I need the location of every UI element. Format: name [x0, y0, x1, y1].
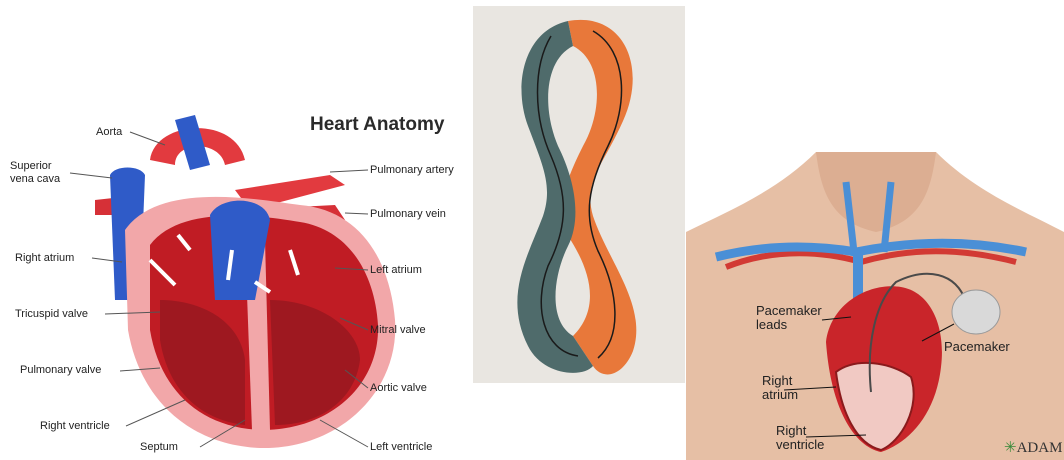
- label-left-atrium: Left atrium: [370, 264, 422, 277]
- adam-logo: ✳ADAM: [1004, 441, 1062, 455]
- label-right-ventricle-line1: Right: [776, 424, 806, 438]
- pacemaker-device-shape: [952, 290, 1000, 334]
- label-pulmonary-artery: Pulmonary artery: [370, 164, 454, 177]
- label-pulmonary-valve: Pulmonary valve: [20, 364, 101, 377]
- label-tricuspid-valve: Tricuspid valve: [15, 308, 88, 321]
- label-aortic-valve: Aortic valve: [370, 382, 427, 395]
- mobius-strip-illustration: [473, 6, 685, 383]
- label-right-atrium: Right atrium: [15, 252, 74, 265]
- mobius-strip-panel: [473, 6, 685, 383]
- adam-logo-icon: ✳: [1004, 440, 1017, 456]
- pacemaker-panel: Pacemaker leads Pacemaker Right atrium R…: [686, 152, 1064, 460]
- label-superior-vena-cava-line2: vena cava: [10, 173, 60, 186]
- label-superior-vena-cava-line1: Superior: [10, 160, 52, 173]
- label-pulmonary-vein: Pulmonary vein: [370, 208, 446, 221]
- label-right-atrium-line2: atrium: [762, 388, 798, 402]
- label-pacemaker-leads-line1: Pacemaker: [756, 304, 822, 318]
- adam-logo-text: ADAM: [1017, 440, 1063, 456]
- label-pacemaker-device: Pacemaker: [944, 340, 1010, 354]
- label-right-ventricle-line2: ventricle: [776, 438, 824, 452]
- heart-title: Heart Anatomy: [310, 114, 444, 136]
- label-septum: Septum: [140, 441, 178, 454]
- label-pacemaker-leads-line2: leads: [756, 318, 787, 332]
- label-right-ventricle: Right ventricle: [40, 420, 110, 433]
- label-left-ventricle: Left ventricle: [370, 441, 432, 454]
- label-right-atrium-line1: Right: [762, 374, 792, 388]
- pacemaker-illustration: [686, 152, 1064, 460]
- label-aorta: Aorta: [96, 126, 122, 139]
- heart-anatomy-panel: Heart Anatomy Aorta Superior vena cava R…: [0, 0, 474, 460]
- label-mitral-valve: Mitral valve: [370, 324, 426, 337]
